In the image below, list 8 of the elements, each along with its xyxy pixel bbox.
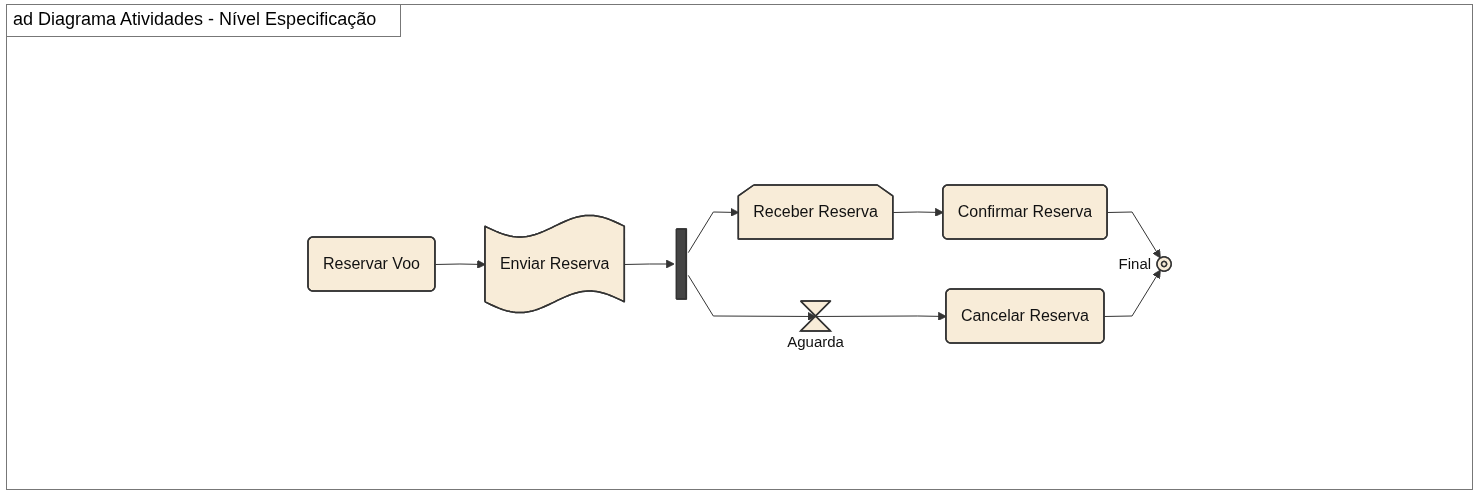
arrow: [434, 259, 486, 269]
node-label: Aguarda: [787, 333, 844, 350]
diagram-frame: ad Diagrama Atividades - Nível Especificação Reservar Voo Enviar Reserva Receber Reserva Aguarda Confirmar Reserva Cancelar Reserva Final: [6, 4, 1473, 490]
arrow: [624, 259, 675, 269]
arrow: [1107, 211, 1161, 259]
node-label: Final: [1118, 255, 1152, 272]
arrow: [1103, 269, 1161, 317]
frame-title: ad Diagrama Atividades - Nível Especificação: [7, 5, 402, 37]
